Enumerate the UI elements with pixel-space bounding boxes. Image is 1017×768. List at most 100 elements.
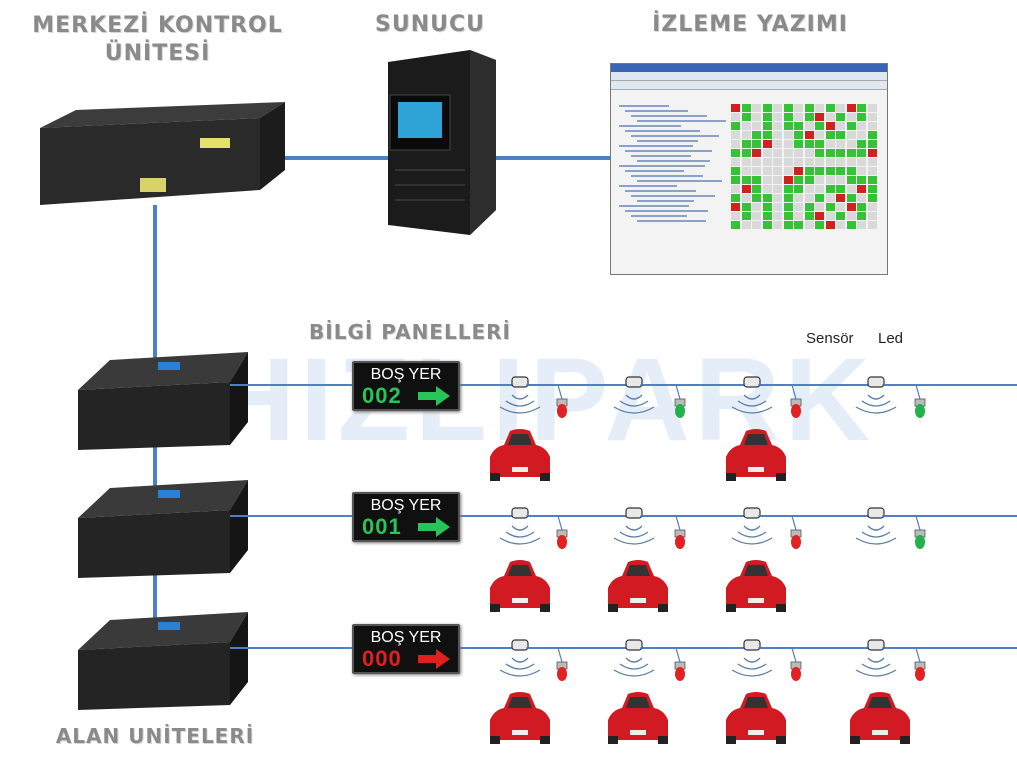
grid-cell: [867, 113, 877, 121]
grid-cell: [804, 149, 814, 157]
grid-cell: [731, 113, 740, 121]
tree-item: [631, 215, 687, 217]
grid-cell: [762, 131, 772, 139]
field-row-2: [78, 480, 1017, 612]
central-unit-label: MERKEZİ KONTROL ÜNİTESİ: [30, 12, 285, 68]
grid-cell: [762, 194, 772, 202]
grid-cell: [773, 167, 782, 175]
grid-cell: [857, 158, 866, 166]
grid-cell: [825, 149, 835, 157]
grid-cell: [857, 221, 866, 229]
grid-cell: [741, 212, 751, 220]
field-unit-box: [78, 480, 248, 578]
grid-cell: [731, 167, 740, 175]
grid-cell: [815, 122, 824, 130]
grid-cell: [867, 212, 877, 220]
led-green: [674, 398, 686, 418]
grid-cell: [783, 104, 793, 112]
grid-cell: [741, 185, 751, 193]
led-red: [556, 661, 568, 681]
grid-cell: [846, 203, 856, 211]
grid-cell: [867, 158, 877, 166]
central-unit-label-text: MERKEZİ KONTROL ÜNİTESİ: [32, 13, 283, 66]
grid-cell: [846, 131, 856, 139]
led-red: [556, 529, 568, 549]
sensor: [625, 376, 643, 388]
grid-cell: [794, 113, 803, 121]
tree-item: [619, 165, 705, 167]
grid-cell: [731, 104, 740, 112]
sensor-wave: [613, 525, 655, 545]
grid-cell: [815, 221, 824, 229]
monitoring-software-window: [610, 63, 888, 275]
grid-cell: [752, 167, 761, 175]
grid-cell: [762, 167, 772, 175]
grid-cell: [815, 131, 824, 139]
grid-cell: [815, 158, 824, 166]
grid-cell: [762, 113, 772, 121]
grid-cell: [783, 203, 793, 211]
grid-cell: [804, 203, 814, 211]
tree-panel: [615, 102, 726, 262]
parked-car: [726, 560, 786, 612]
grid-cell: [741, 140, 751, 148]
grid-cell: [846, 221, 856, 229]
parked-car: [490, 692, 550, 744]
grid-cell: [773, 212, 782, 220]
grid-cell: [846, 140, 856, 148]
grid-cell: [762, 122, 772, 130]
grid-cell: [794, 221, 803, 229]
tree-item: [625, 190, 696, 192]
tree-item: [637, 220, 706, 222]
grid-cell: [825, 140, 835, 148]
grid-cell: [731, 158, 740, 166]
led-wire: [640, 647, 681, 663]
arrow-right-icon: [418, 517, 450, 537]
led-wire: [526, 647, 563, 663]
grid-cell: [846, 113, 856, 121]
tree-item: [637, 160, 710, 162]
grid-cell: [794, 176, 803, 184]
grid-cell: [815, 167, 824, 175]
grid-cell: [741, 158, 751, 166]
grid-cell: [794, 212, 803, 220]
grid-cell: [762, 176, 772, 184]
grid-cell: [762, 212, 772, 220]
grid-cell: [783, 140, 793, 148]
sensor: [867, 639, 885, 651]
parked-car: [726, 692, 786, 744]
grid-cell: [773, 149, 782, 157]
grid-cell: [741, 167, 751, 175]
grid-cell: [867, 149, 877, 157]
grid-cell: [815, 176, 824, 184]
parked-car: [608, 692, 668, 744]
grid-cell: [815, 140, 824, 148]
grid-cell: [836, 203, 845, 211]
panel-title: BOŞ YER: [370, 497, 442, 514]
led-red: [790, 398, 802, 418]
grid-cell: [857, 140, 866, 148]
sensor-wave: [855, 394, 897, 414]
tree-item: [637, 120, 726, 122]
field-rows: [78, 352, 1017, 744]
tree-item: [619, 145, 693, 147]
grid-cell: [773, 194, 782, 202]
grid-cell: [836, 158, 845, 166]
led-green: [914, 398, 926, 418]
sensor-wave: [499, 657, 541, 677]
grid-cell: [836, 194, 845, 202]
grid-cell: [825, 113, 835, 121]
grid-cell: [867, 167, 877, 175]
sensor: [867, 507, 885, 519]
tree-item: [625, 130, 700, 132]
grid-cell: [783, 167, 793, 175]
grid-cell: [815, 149, 824, 157]
window-toolbar: [611, 72, 887, 81]
tree-item: [631, 175, 703, 177]
grid-cell: [867, 203, 877, 211]
sensor-wave: [613, 394, 655, 414]
grid-cell: [815, 104, 824, 112]
sensor-wave: [855, 525, 897, 545]
grid-cell: [741, 149, 751, 157]
